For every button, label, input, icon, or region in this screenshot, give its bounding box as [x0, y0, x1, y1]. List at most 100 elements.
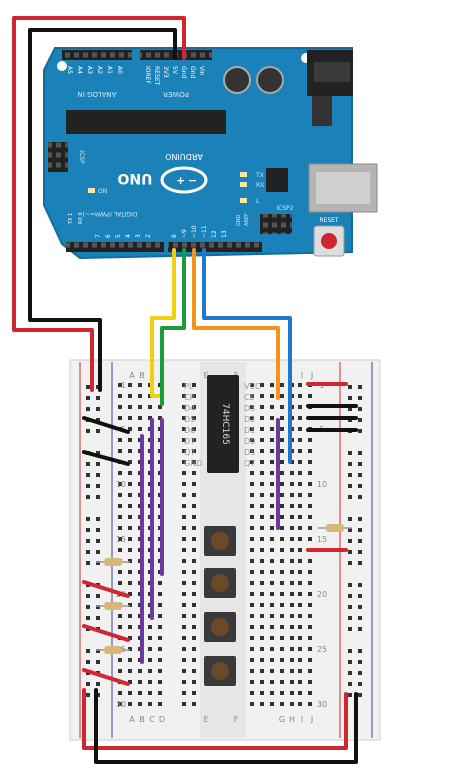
breadboard-hole	[260, 460, 264, 464]
breadboard-hole	[86, 616, 90, 620]
breadboard-hole	[118, 669, 122, 673]
breadboard-hole	[280, 504, 284, 508]
breadboard-hole	[96, 495, 100, 499]
reset-label: RESET	[319, 217, 339, 224]
chip-pin-label: D6	[184, 426, 195, 435]
breadboard-hole	[138, 691, 142, 695]
breadboard-hole	[86, 605, 90, 609]
breadboard-hole	[250, 449, 254, 453]
breadboard-hole	[270, 570, 274, 574]
breadboard-hole	[298, 526, 302, 530]
breadboard-hole	[128, 570, 132, 574]
breadboard-hole	[270, 460, 274, 464]
digital-pin-label: 2	[145, 234, 152, 238]
column-label: I	[301, 371, 303, 380]
digital-pin-label: 8	[171, 234, 178, 238]
breadboard-hole	[128, 405, 132, 409]
resistor	[96, 646, 130, 654]
push-button[interactable]	[204, 612, 236, 642]
breadboard-hole	[270, 515, 274, 519]
breadboard-hole	[182, 691, 186, 695]
breadboard-hole	[348, 517, 352, 521]
breadboard-hole	[96, 429, 100, 433]
breadboard-hole	[96, 418, 100, 422]
breadboard-hole	[148, 405, 152, 409]
breadboard-hole	[182, 449, 186, 453]
breadboard-hole	[280, 482, 284, 486]
column-label: E	[203, 371, 208, 380]
breadboard-hole	[280, 669, 284, 673]
breadboard-hole	[280, 438, 284, 442]
breadboard-hole	[290, 482, 294, 486]
breadboard-hole	[182, 515, 186, 519]
breadboard-hole	[182, 636, 186, 640]
breadboard-hole	[260, 581, 264, 585]
breadboard-hole	[128, 647, 132, 651]
breadboard-hole	[86, 682, 90, 686]
breadboard-hole	[358, 693, 362, 697]
breadboard-hole	[118, 658, 122, 662]
breadboard-hole	[260, 669, 264, 673]
breadboard-hole	[298, 647, 302, 651]
breadboard-hole	[158, 603, 162, 607]
push-button[interactable]	[204, 568, 236, 598]
breadboard-hole	[358, 396, 362, 400]
breadboard-hole	[308, 515, 312, 519]
breadboard-hole	[128, 548, 132, 552]
breadboard-hole	[290, 592, 294, 596]
breadboard-hole	[298, 493, 302, 497]
breadboard-hole	[358, 550, 362, 554]
breadboard-hole	[192, 504, 196, 508]
breadboard-hole	[358, 462, 362, 466]
chip-pin-label: D0	[244, 437, 255, 446]
breadboard-hole	[260, 702, 264, 706]
breadboard-hole	[348, 539, 352, 543]
chip-pin-label: D7	[184, 437, 195, 446]
breadboard-hole	[250, 658, 254, 662]
column-label: B	[139, 715, 145, 724]
breadboard-hole	[260, 383, 264, 387]
breadboard-hole	[128, 658, 132, 662]
breadboard-hole	[182, 548, 186, 552]
breadboard-hole	[138, 702, 142, 706]
column-label: A	[129, 371, 135, 380]
chip-pin-label: VCC	[244, 382, 261, 391]
column-label: H	[289, 715, 295, 724]
breadboard-hole	[148, 669, 152, 673]
chip-label: 74HC165	[220, 403, 230, 445]
breadboard-hole	[298, 614, 302, 618]
breadboard-hole	[298, 427, 302, 431]
push-button[interactable]	[204, 526, 236, 556]
digital-pin-label: 12	[211, 230, 218, 238]
breadboard-hole	[270, 603, 274, 607]
breadboard-hole	[250, 581, 254, 585]
row-number: 30	[317, 700, 327, 709]
breadboard-hole	[308, 603, 312, 607]
digital-pin-label: 4	[125, 234, 132, 238]
breadboard-hole	[270, 504, 274, 508]
breadboard-hole	[192, 658, 196, 662]
microcontroller	[66, 110, 226, 134]
push-button[interactable]	[204, 656, 236, 686]
breadboard-hole	[192, 603, 196, 607]
breadboard-hole	[290, 559, 294, 563]
breadboard-hole	[270, 449, 274, 453]
column-label: B	[139, 371, 145, 380]
breadboard-hole	[118, 702, 122, 706]
breadboard-hole	[182, 647, 186, 651]
breadboard-hole	[192, 592, 196, 596]
breadboard-hole	[358, 429, 362, 433]
breadboard-hole	[308, 394, 312, 398]
breadboard-hole	[158, 702, 162, 706]
breadboard-hole	[260, 471, 264, 475]
breadboard-hole	[86, 649, 90, 653]
breadboard-hole	[182, 581, 186, 585]
breadboard-hole	[128, 460, 132, 464]
digital-pin-label: 5	[115, 234, 122, 238]
breadboard-hole	[158, 416, 162, 420]
breadboard-hole	[192, 482, 196, 486]
breadboard-hole	[128, 603, 132, 607]
